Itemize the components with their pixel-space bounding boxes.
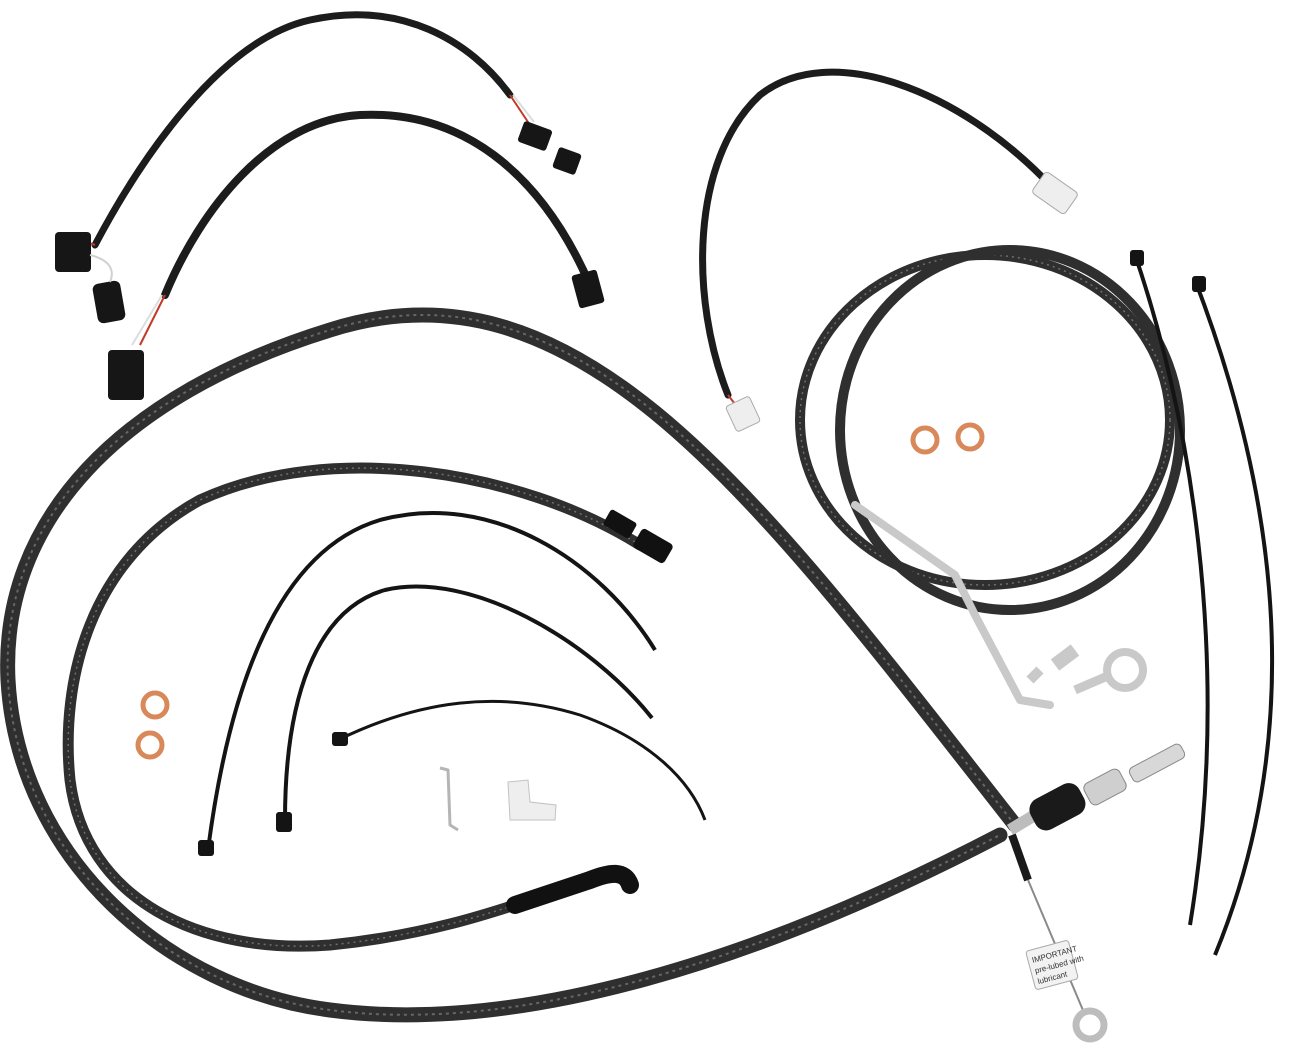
copper-washer-4 — [955, 422, 985, 452]
wiring-harness-extension-3 — [699, 68, 1078, 432]
clutch-cable-end-fitting — [1006, 743, 1186, 836]
wiring-harness-extension-1 — [55, 11, 582, 324]
braided-clutch-cable — [0, 307, 1023, 1023]
zip-tie-2 — [276, 584, 654, 832]
copper-washer-1 — [140, 690, 170, 720]
copper-washer-2 — [135, 730, 165, 760]
copper-washer-3 — [910, 425, 940, 455]
zip-tie-1 — [198, 510, 657, 856]
braided-brake-line-lower — [62, 462, 673, 952]
metal-clip — [439, 766, 459, 832]
banjo-fitting — [1073, 648, 1147, 695]
cable-info-tag: IMPORTANT pre-lubed with lubricant — [1025, 940, 1085, 990]
zip-tie-4 — [1130, 250, 1210, 926]
plastic-clip — [507, 779, 557, 821]
wiring-harness-extension-2 — [108, 110, 605, 400]
zip-tie-3 — [332, 699, 707, 821]
zip-tie-5 — [1192, 276, 1274, 956]
clutch-inner-wire — [1008, 833, 1108, 1043]
